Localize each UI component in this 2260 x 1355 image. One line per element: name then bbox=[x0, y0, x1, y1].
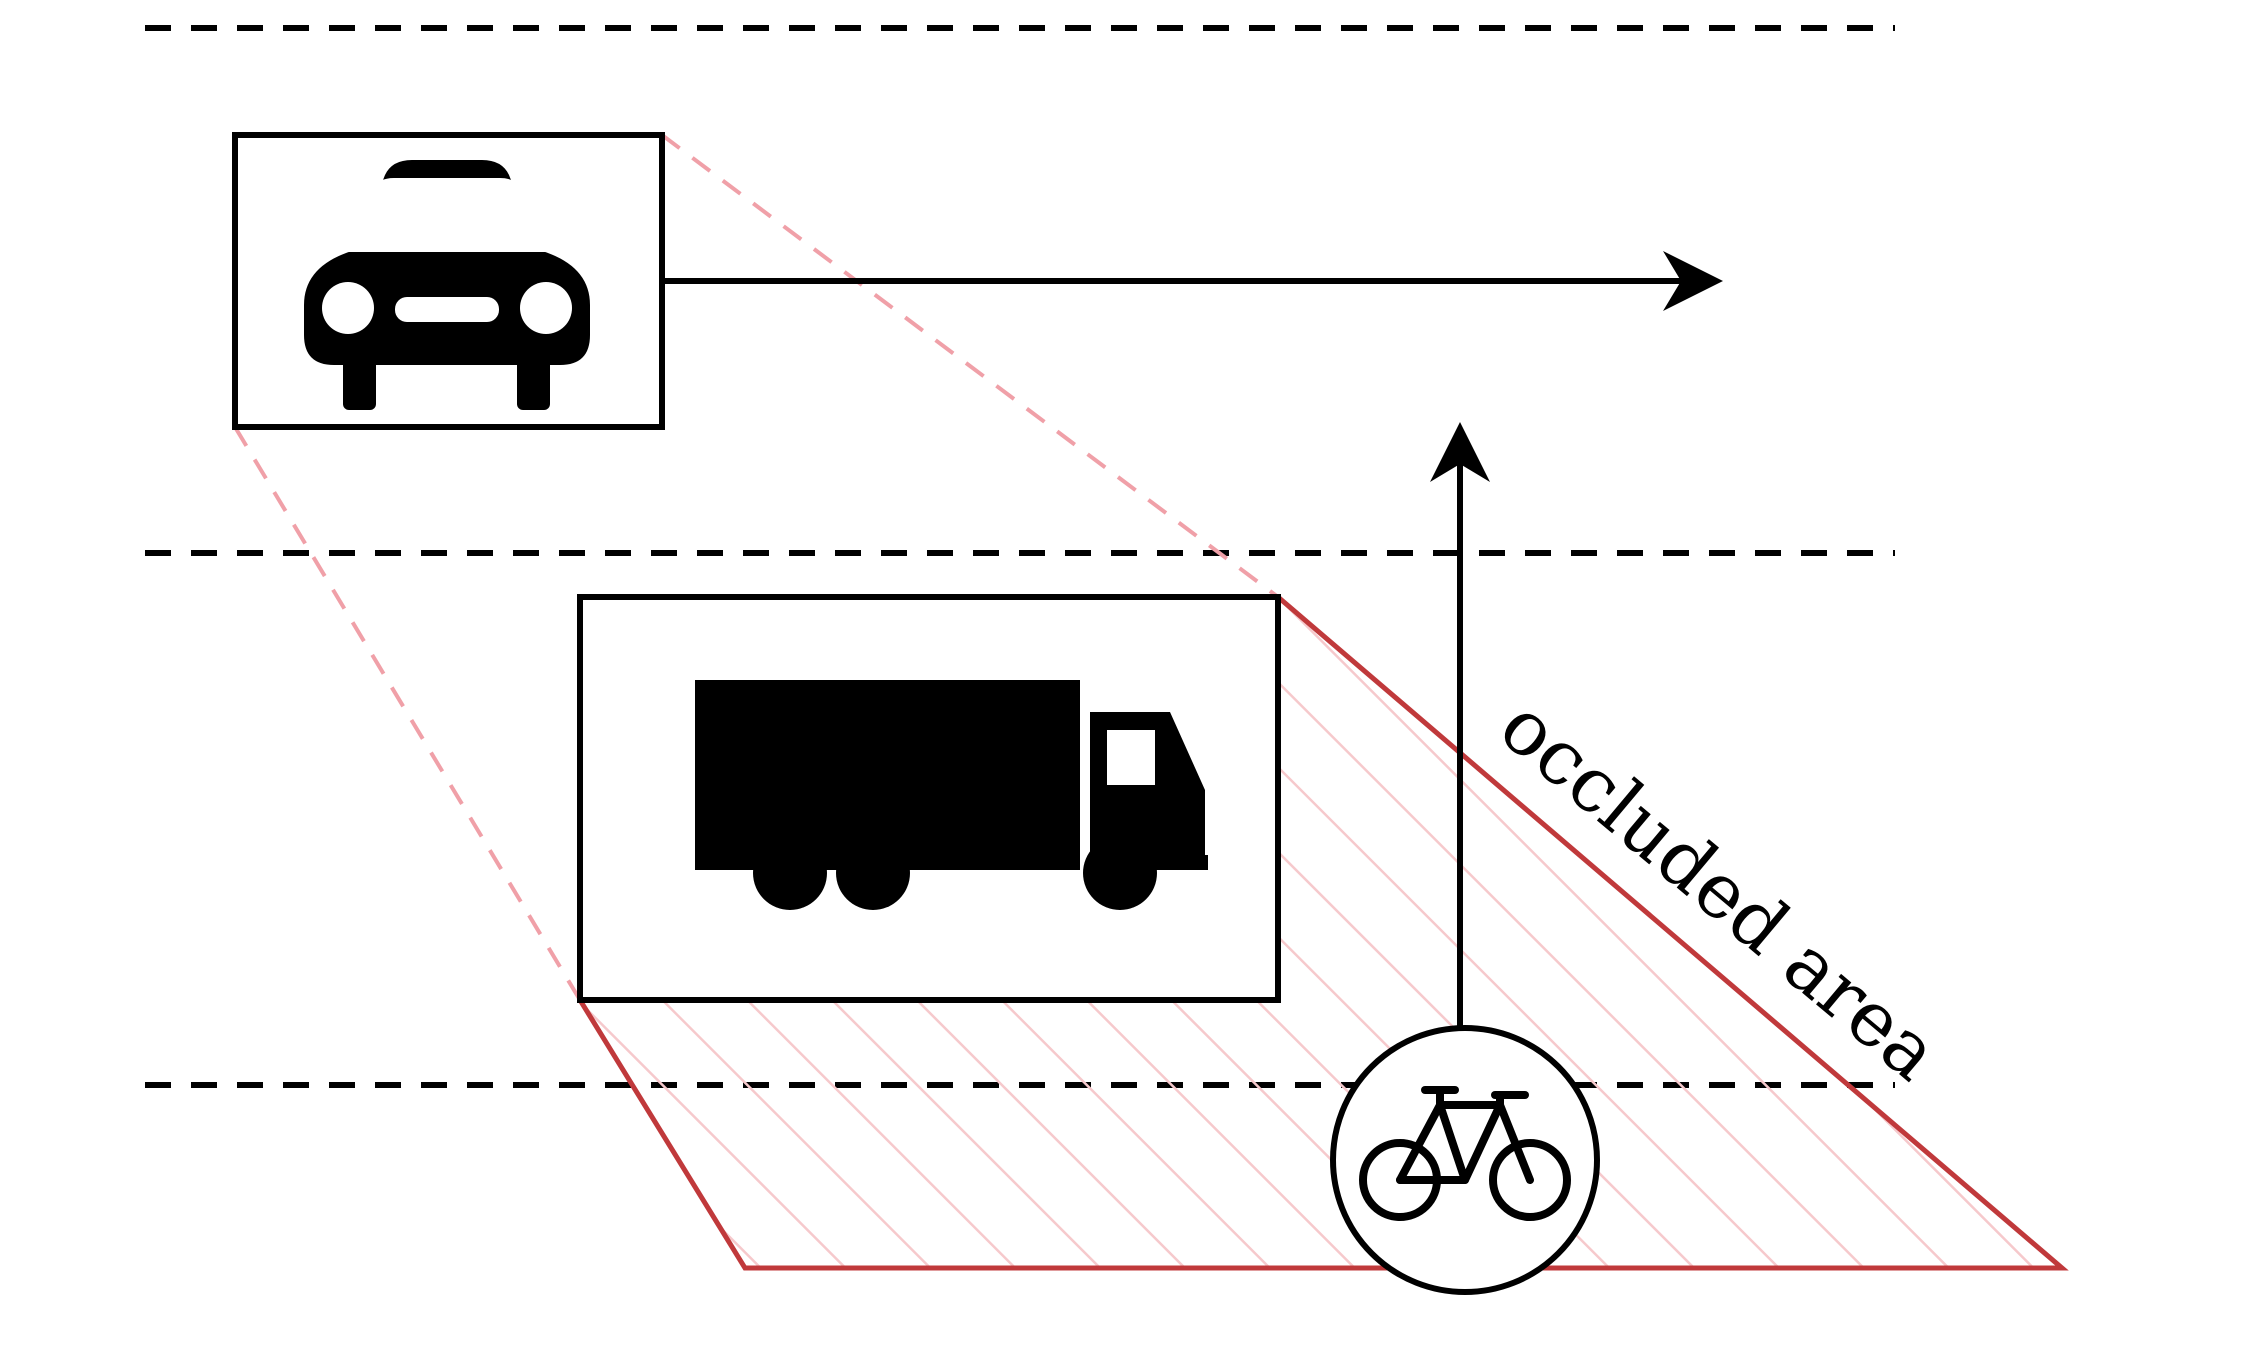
truck bbox=[577, 594, 1281, 1003]
car bbox=[232, 132, 665, 430]
bicycle-circle bbox=[1330, 1025, 1600, 1295]
sight-line-lower bbox=[233, 425, 582, 1002]
occluded-area-fill bbox=[580, 597, 2062, 1268]
sight-line-upper bbox=[660, 133, 1280, 599]
bicycle-icon bbox=[1359, 1086, 1571, 1221]
sight-lines bbox=[233, 133, 1280, 1002]
truck-icon bbox=[695, 680, 1208, 910]
bicycle bbox=[1330, 1025, 1600, 1295]
car-icon bbox=[304, 160, 590, 410]
